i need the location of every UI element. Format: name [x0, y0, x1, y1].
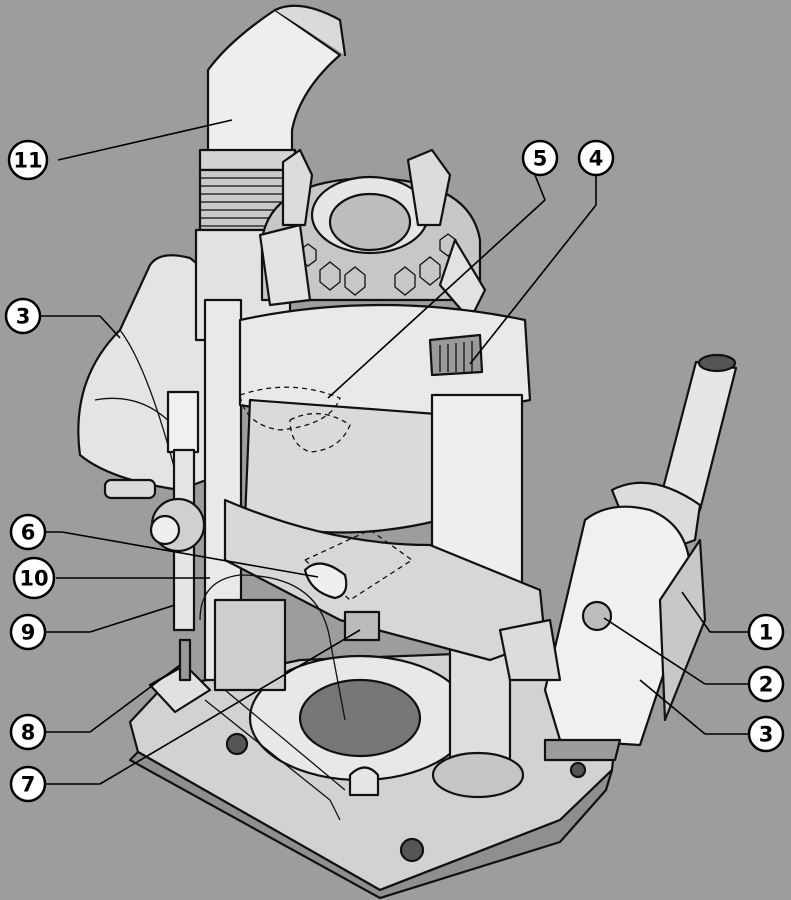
callout-circle	[9, 613, 47, 651]
callout-circle	[747, 715, 785, 753]
callout-1: 1	[747, 613, 785, 651]
callout-8: 8	[9, 713, 47, 751]
callout-label: 8	[21, 721, 36, 745]
motor-body	[238, 303, 532, 534]
callout-label: 2	[759, 673, 774, 697]
leader-lines	[35, 119, 748, 785]
callout-label: 4	[589, 147, 604, 171]
depth-stop	[103, 390, 346, 721]
callout-label: 6	[21, 521, 36, 545]
callout-label: 11	[13, 149, 42, 173]
callout-circle	[521, 139, 559, 177]
callout-label: 9	[21, 621, 36, 645]
callout-circle	[12, 556, 56, 600]
callout-label: 3	[16, 305, 31, 329]
callout-circle	[577, 139, 615, 177]
callout-circle	[747, 665, 785, 703]
callout-circle	[747, 613, 785, 651]
callout-label: 10	[19, 567, 48, 591]
callout-7: 7	[9, 765, 47, 803]
callout-3-right: 3	[747, 715, 785, 753]
left-column	[203, 298, 287, 692]
callout-4: 4	[577, 139, 615, 177]
right-column	[430, 393, 525, 799]
callout-circle	[4, 297, 42, 335]
callout-3-left: 3	[4, 297, 42, 335]
callout-label: 5	[533, 147, 548, 171]
callout-2: 2	[747, 665, 785, 703]
callout-circle	[9, 513, 47, 551]
callout-circle	[9, 713, 47, 751]
callout-label: 3	[759, 723, 774, 747]
callout-6: 6	[9, 513, 47, 551]
callout-5: 5	[521, 139, 559, 177]
right-handle	[498, 353, 738, 762]
callout-circle	[9, 765, 47, 803]
callout-label: 7	[21, 773, 36, 797]
callout-label: 1	[759, 621, 774, 645]
callout-10: 10	[12, 556, 56, 600]
callout-9: 9	[9, 613, 47, 651]
motor-top	[258, 148, 487, 322]
callout-11: 11	[7, 139, 49, 181]
callout-circle	[7, 139, 49, 181]
